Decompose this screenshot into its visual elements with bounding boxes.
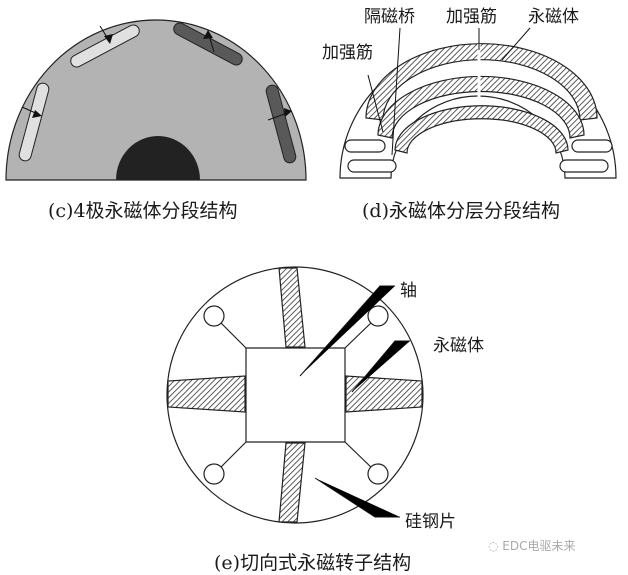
panel-c-rotor — [5, 19, 307, 181]
label-bridge: 隔磁桥 — [364, 7, 415, 27]
panel-d-leaders — [367, 27, 531, 156]
label-magnet-d: 永磁体 — [528, 7, 579, 27]
label-magnet-e: 永磁体 — [433, 336, 484, 356]
panel-e-rotor — [166, 266, 424, 524]
label-shaft: 轴 — [400, 281, 417, 301]
label-rib-top: 加强筋 — [446, 7, 497, 27]
watermark: ◌ EDC电驱未来 — [488, 539, 576, 553]
wechat-icon: ◌ — [488, 539, 503, 553]
panel-e-leaders — [299, 285, 410, 518]
caption-c: (c)4极永磁体分段结构 — [48, 200, 238, 222]
panel-d-rotor — [339, 43, 617, 179]
shaft — [116, 136, 200, 180]
label-rib-left: 加强筋 — [322, 43, 373, 63]
caption-e: (e)切向式永磁转子结构 — [214, 552, 412, 574]
caption-d: (d)永磁体分层分段结构 — [362, 200, 560, 222]
label-steel: 硅钢片 — [405, 512, 456, 532]
